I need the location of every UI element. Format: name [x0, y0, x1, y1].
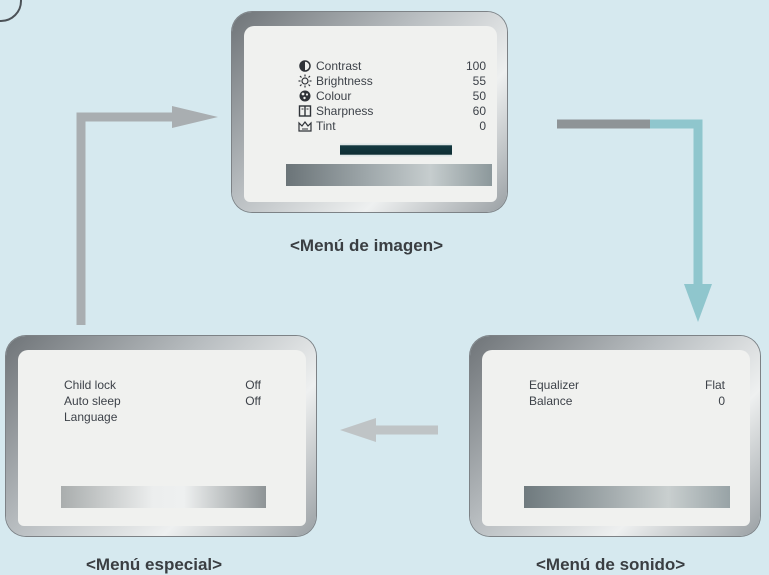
sharpness-icon [298, 105, 312, 117]
menu-row-tint[interactable]: Tint 0 [298, 119, 486, 133]
arrowhead-to-imagen [172, 106, 218, 128]
menu-item-value: Off [245, 394, 261, 408]
tint-icon [298, 121, 312, 132]
menu-item-label: Auto sleep [64, 394, 121, 408]
menu-item-label: Child lock [64, 378, 117, 392]
menu-row-equalizer[interactable]: Equalizer Flat [529, 378, 725, 392]
menu-row-colour[interactable]: Colour 50 [298, 89, 486, 103]
arrowhead-to-especial [340, 418, 376, 442]
menu-item-label: Balance [529, 394, 573, 408]
menu-item-value: 0 [718, 394, 725, 408]
menu-item-label: Contrast [316, 59, 362, 73]
colour-icon [299, 90, 311, 102]
sonido-bottom-bar [524, 486, 730, 508]
contrast-icon [299, 60, 311, 72]
caption-menu-imagen: <Menú de imagen> [290, 236, 444, 255]
menu-item-value: 50 [472, 89, 486, 103]
menu-row-contrast[interactable]: Contrast 100 [298, 59, 486, 73]
menu-item-value: Flat [704, 378, 725, 392]
menu-row-brightness[interactable]: Brightness 55 [298, 74, 486, 88]
brightness-icon [298, 74, 312, 88]
caption-menu-especial: <Menú especial> [86, 555, 223, 574]
menu-item-value: 55 [472, 74, 486, 88]
menu-item-value: 100 [465, 59, 486, 73]
menu-item-label: Sharpness [316, 104, 374, 118]
arrowhead-to-sonido [684, 284, 712, 322]
menu-row-auto-sleep[interactable]: Auto sleep Off [64, 394, 261, 408]
arrow-especial-to-imagen [76, 112, 180, 325]
menu-item-value: Off [245, 378, 261, 392]
menu-item-label: Equalizer [529, 378, 580, 392]
selection-highlight-bar [340, 143, 452, 157]
menu-item-label: Brightness [316, 74, 373, 88]
menu-item-label: Colour [316, 89, 352, 103]
arrow-imagen-to-sonido [557, 119, 703, 290]
menu-row-language[interactable]: Language [64, 410, 261, 424]
menu-row-child-lock[interactable]: Child lock Off [64, 378, 261, 392]
especial-bottom-bar [61, 486, 266, 508]
imagen-bottom-bar [286, 164, 492, 186]
menu-item-value: 60 [472, 104, 486, 118]
menu-item-value: 0 [479, 119, 486, 133]
menu-row-balance[interactable]: Balance 0 [529, 394, 725, 408]
menu-row-sharpness[interactable]: Sharpness 60 [298, 104, 486, 118]
menu-item-label: Language [64, 410, 118, 424]
caption-menu-sonido: <Menú de sonido> [536, 555, 686, 574]
menu-item-label: Tint [316, 119, 336, 133]
